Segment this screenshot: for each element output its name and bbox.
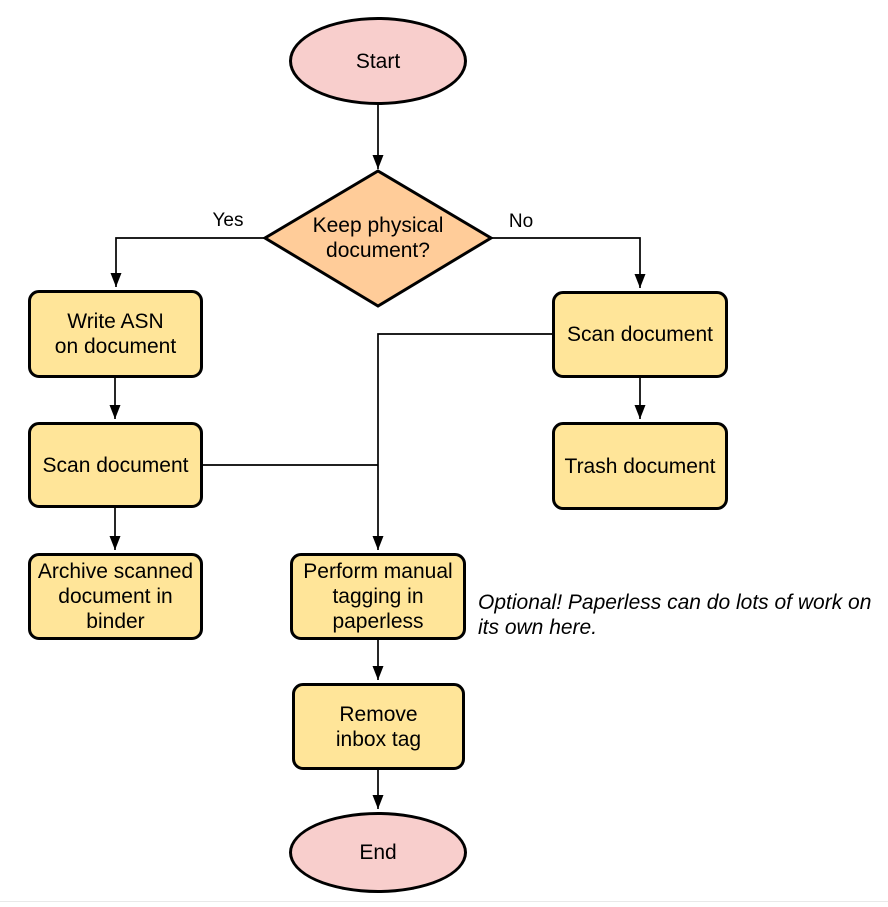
process-manual-tagging: Perform manual tagging in paperless bbox=[290, 553, 466, 640]
annotation-optional-note: Optional! Paperless can do lots of work … bbox=[478, 591, 872, 639]
end-node: End bbox=[289, 812, 467, 893]
process-scan-document-right: Scan document bbox=[552, 291, 728, 378]
edge-decision-no bbox=[490, 237, 646, 288]
edge-label-yes: Yes bbox=[212, 210, 244, 231]
process-archive-scanned: Archive scanned document in binder bbox=[28, 553, 203, 640]
process-scan-document-left: Scan document bbox=[28, 422, 203, 508]
edge-decision-yes bbox=[110, 237, 265, 287]
bottom-divider bbox=[0, 901, 888, 902]
start-node: Start bbox=[289, 17, 467, 105]
edge-scanright-tagging bbox=[372, 333, 552, 550]
process-remove-inbox-tag: Remove inbox tag bbox=[292, 683, 465, 770]
decision-node-label: Keep physical document? bbox=[312, 214, 444, 262]
edge-label-no: No bbox=[508, 211, 534, 232]
process-write-asn: Write ASN on document bbox=[28, 290, 203, 378]
process-trash-document: Trash document bbox=[552, 422, 728, 510]
decision-diamond-shape bbox=[262, 169, 494, 308]
